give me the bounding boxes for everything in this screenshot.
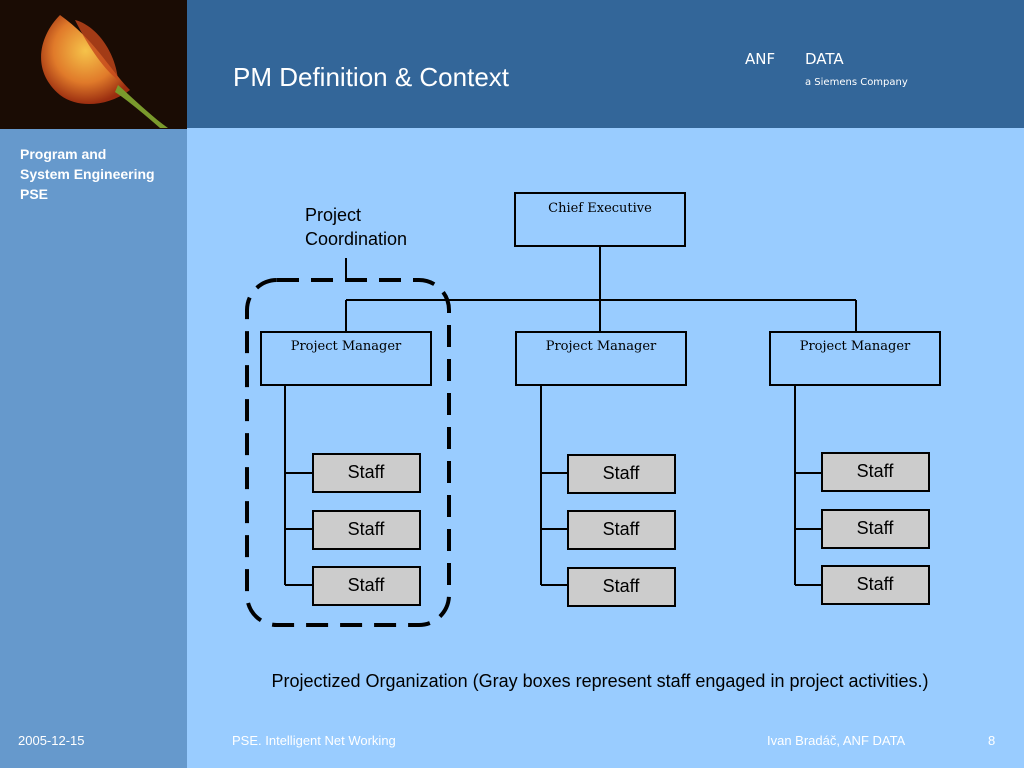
footer-author: Ivan Bradáč, ANF DATA [767, 733, 906, 748]
project-coordination-annotation: Project Coordination [305, 203, 407, 251]
header-bar [187, 0, 1024, 128]
staff-box [567, 510, 676, 550]
page-title: PM Definition & Context [233, 62, 510, 92]
annotation-line: Coordination [305, 229, 408, 249]
sidebar-panel [0, 129, 187, 768]
chief-executive-box [514, 192, 686, 247]
staff-label: Staff [348, 575, 386, 595]
footer-page-number: 8 [988, 733, 996, 748]
brand-anf: ANF [745, 50, 776, 68]
staff-box [567, 454, 676, 494]
staff-label: Staff [603, 519, 641, 539]
staff-label: Staff [603, 576, 641, 596]
staff-label: Staff [857, 518, 895, 538]
staff-label: Staff [857, 461, 895, 481]
brand-data: DATA [805, 50, 844, 68]
staff-group: Staff Staff Staff [567, 454, 676, 607]
staff-box [821, 452, 930, 492]
diagram-caption: Projectized Organization (Gray boxes rep… [271, 671, 929, 691]
sidebar-line: PSE [20, 186, 49, 202]
footer-center-text: PSE. Intelligent Net Working [232, 733, 396, 748]
staff-group: Staff Staff Staff [312, 453, 421, 606]
staff-box [821, 565, 930, 605]
annotation-line: Project [305, 205, 362, 225]
staff-label: Staff [348, 462, 386, 482]
staff-group: Staff Staff Staff [821, 452, 930, 605]
project-manager-label: Project Manager [800, 339, 911, 354]
project-manager-box [515, 331, 687, 386]
project-manager-box [769, 331, 941, 386]
project-manager-label: Project Manager [546, 339, 657, 354]
sidebar-line: System Engineering [20, 166, 155, 182]
project-manager-box [260, 331, 432, 386]
connector-lines [284, 246, 857, 586]
staff-box [312, 453, 421, 493]
staff-label: Staff [857, 574, 895, 594]
chief-executive-label: Chief Executive [548, 201, 652, 216]
staff-box [567, 567, 676, 607]
sidebar-section-title: Program and System Engineering PSE [20, 144, 180, 204]
staff-label: Staff [348, 519, 386, 539]
sidebar-line: Program and [20, 146, 107, 162]
flower-logo-image [0, 0, 187, 129]
staff-box [821, 509, 930, 549]
footer-date: 2005-12-15 [18, 733, 85, 748]
project-manager-label: Project Manager [291, 339, 402, 354]
staff-box [312, 566, 421, 606]
brand-subtitle: a Siemens Company [805, 77, 908, 88]
coordination-dashed-outline [245, 278, 451, 627]
staff-label: Staff [603, 463, 641, 483]
staff-box [312, 510, 421, 550]
